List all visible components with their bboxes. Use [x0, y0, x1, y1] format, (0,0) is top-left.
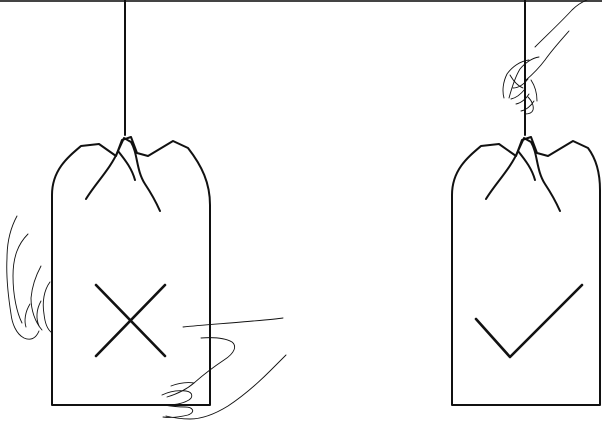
incorrect-panel — [7, 0, 286, 419]
bag-top-fold-right — [486, 138, 560, 211]
left-hand-icon — [7, 216, 52, 339]
bag-outline-left — [52, 137, 210, 405]
correct-panel — [452, 0, 600, 405]
check-stroke — [476, 285, 582, 357]
top-hand-icon — [503, 0, 587, 114]
cross-mark-icon — [96, 285, 165, 356]
check-mark-icon — [476, 285, 582, 357]
right-hand-icon — [162, 318, 286, 419]
bag-top-fold-left — [86, 138, 160, 211]
bag-top-center-left — [118, 151, 135, 180]
bag-top-center-right — [518, 151, 535, 180]
bag-outline-right — [452, 137, 600, 405]
